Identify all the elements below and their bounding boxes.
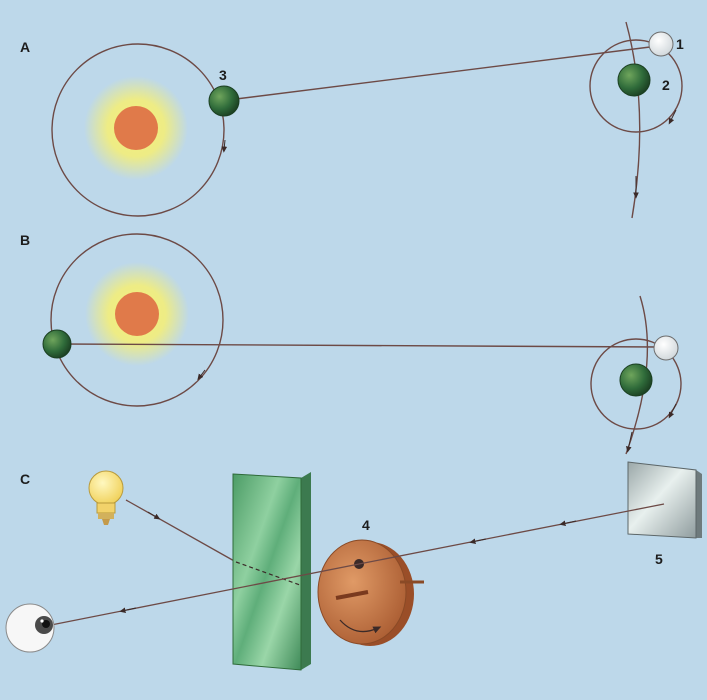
moon-orbit-arrow-a xyxy=(668,109,677,125)
panel-label-b: B xyxy=(20,232,30,248)
ray-wheel-to-eye xyxy=(45,563,360,627)
sun-core xyxy=(114,106,158,150)
lightbulb-icon xyxy=(88,470,124,525)
ray-arrow-2 xyxy=(469,538,487,545)
earth-icon xyxy=(208,85,240,117)
jupiter-icon-b xyxy=(619,363,653,397)
callout-1: 1 xyxy=(676,36,684,52)
callout-4: 4 xyxy=(362,517,370,533)
earth-orbit-a xyxy=(51,43,225,217)
panel-label-c: C xyxy=(20,471,30,487)
light-ray-a xyxy=(235,46,651,100)
sun-core-b xyxy=(115,292,159,336)
ray-arrow-1 xyxy=(559,520,577,527)
mirror-icon xyxy=(627,461,702,539)
glass-plate-icon xyxy=(232,472,311,671)
ray-arrow-3 xyxy=(119,607,137,614)
earth-orbit-b xyxy=(50,233,224,407)
moon-orbit-b xyxy=(590,338,682,430)
jupiter-path-a xyxy=(625,21,641,219)
panel-label-a: A xyxy=(20,39,30,55)
moon-icon-b xyxy=(653,335,679,361)
moon-orbit-a xyxy=(589,39,683,133)
light-ray-b xyxy=(57,343,661,348)
bulb-ray-arrow xyxy=(147,511,161,520)
moon-icon xyxy=(648,31,674,57)
callout-2: 2 xyxy=(662,77,670,93)
jupiter-path-arrow-b xyxy=(626,431,633,453)
earth-icon-b xyxy=(42,329,72,359)
reflected-ray-dashed xyxy=(235,561,301,586)
callout-5: 5 xyxy=(655,551,663,567)
callout-3: 3 xyxy=(219,67,227,83)
jupiter-icon xyxy=(617,63,651,97)
moon-orbit-arrow-b xyxy=(668,403,677,419)
orbit-arrow-a xyxy=(221,139,228,153)
toothed-wheel-icon xyxy=(317,539,424,646)
ray-mirror-to-wheel xyxy=(358,503,665,565)
orbit-arrow-b xyxy=(197,369,206,381)
bulb-ray xyxy=(125,499,237,563)
eye-icon xyxy=(5,603,55,653)
